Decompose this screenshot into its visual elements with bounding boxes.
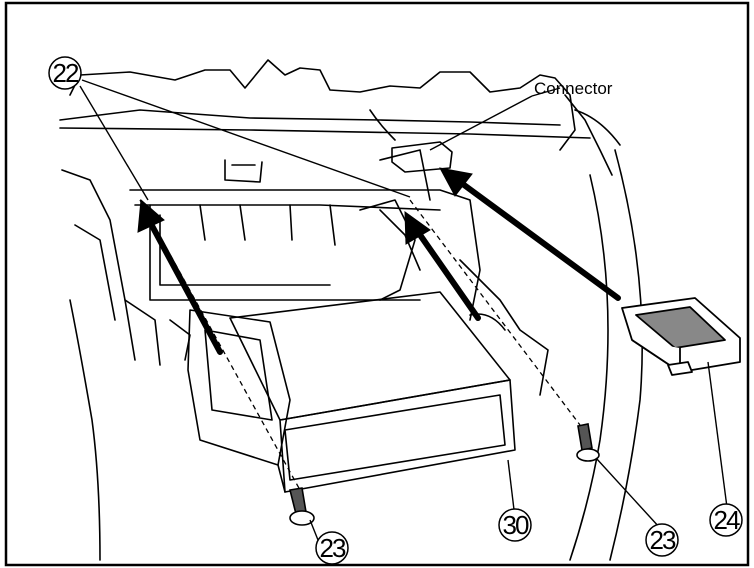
pocket-part-24 — [621, 297, 741, 376]
diagram-border — [4, 1, 750, 567]
callout-24-circle — [709, 503, 743, 537]
callout-23-right: 23 — [645, 523, 679, 557]
leader-lines — [79, 79, 729, 546]
callout-23-left-circle — [315, 531, 349, 565]
callout-24: 24 — [709, 503, 743, 537]
callout-24-label: 24 — [714, 505, 740, 535]
callout-22-circle — [48, 56, 82, 90]
callout-30: 30 — [498, 508, 532, 542]
callout-30-circle — [498, 508, 532, 542]
installation-arrows — [137, 167, 621, 355]
dashboard-illustration — [59, 59, 643, 561]
connector-label: Connector — [534, 79, 613, 98]
callout-23-left: 23 — [315, 531, 349, 565]
callout-23-left-label: 23 — [320, 533, 346, 563]
callout-22: 22 — [48, 56, 82, 90]
screw-23-left — [289, 487, 315, 526]
screw-23-right — [576, 423, 600, 462]
callout-30-label: 30 — [503, 510, 529, 540]
callout-23-right-label: 23 — [650, 525, 676, 555]
callout-22-label: 22 — [53, 58, 79, 88]
callout-23-right-circle — [645, 523, 679, 557]
